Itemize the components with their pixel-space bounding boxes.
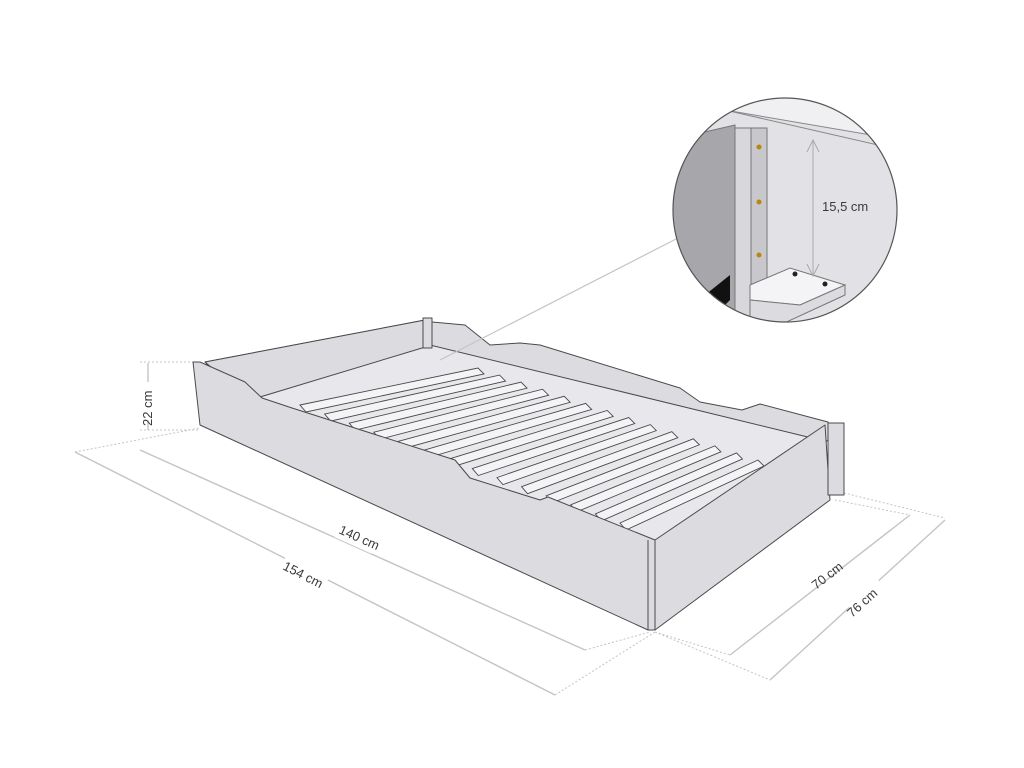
front-panel xyxy=(192,361,656,631)
outer-length-label: 154 cm xyxy=(281,558,326,591)
inner-length-dimension-line xyxy=(139,449,586,651)
detail-circle xyxy=(672,97,898,323)
slat xyxy=(520,431,679,495)
height-label: 22 cm xyxy=(140,391,155,426)
left-end-post xyxy=(422,317,433,349)
slat xyxy=(471,417,636,477)
extension-lines xyxy=(74,361,946,696)
slat xyxy=(496,424,658,486)
detail-height-label: 15,5 cm xyxy=(822,199,868,214)
detail-view: 15,5 cm xyxy=(673,98,897,322)
slats xyxy=(299,367,765,531)
right-end-post xyxy=(827,422,845,496)
detail-leader-line xyxy=(439,237,679,361)
slat xyxy=(323,374,507,422)
inner-width-dimension-line xyxy=(729,514,911,656)
slat xyxy=(299,367,485,413)
